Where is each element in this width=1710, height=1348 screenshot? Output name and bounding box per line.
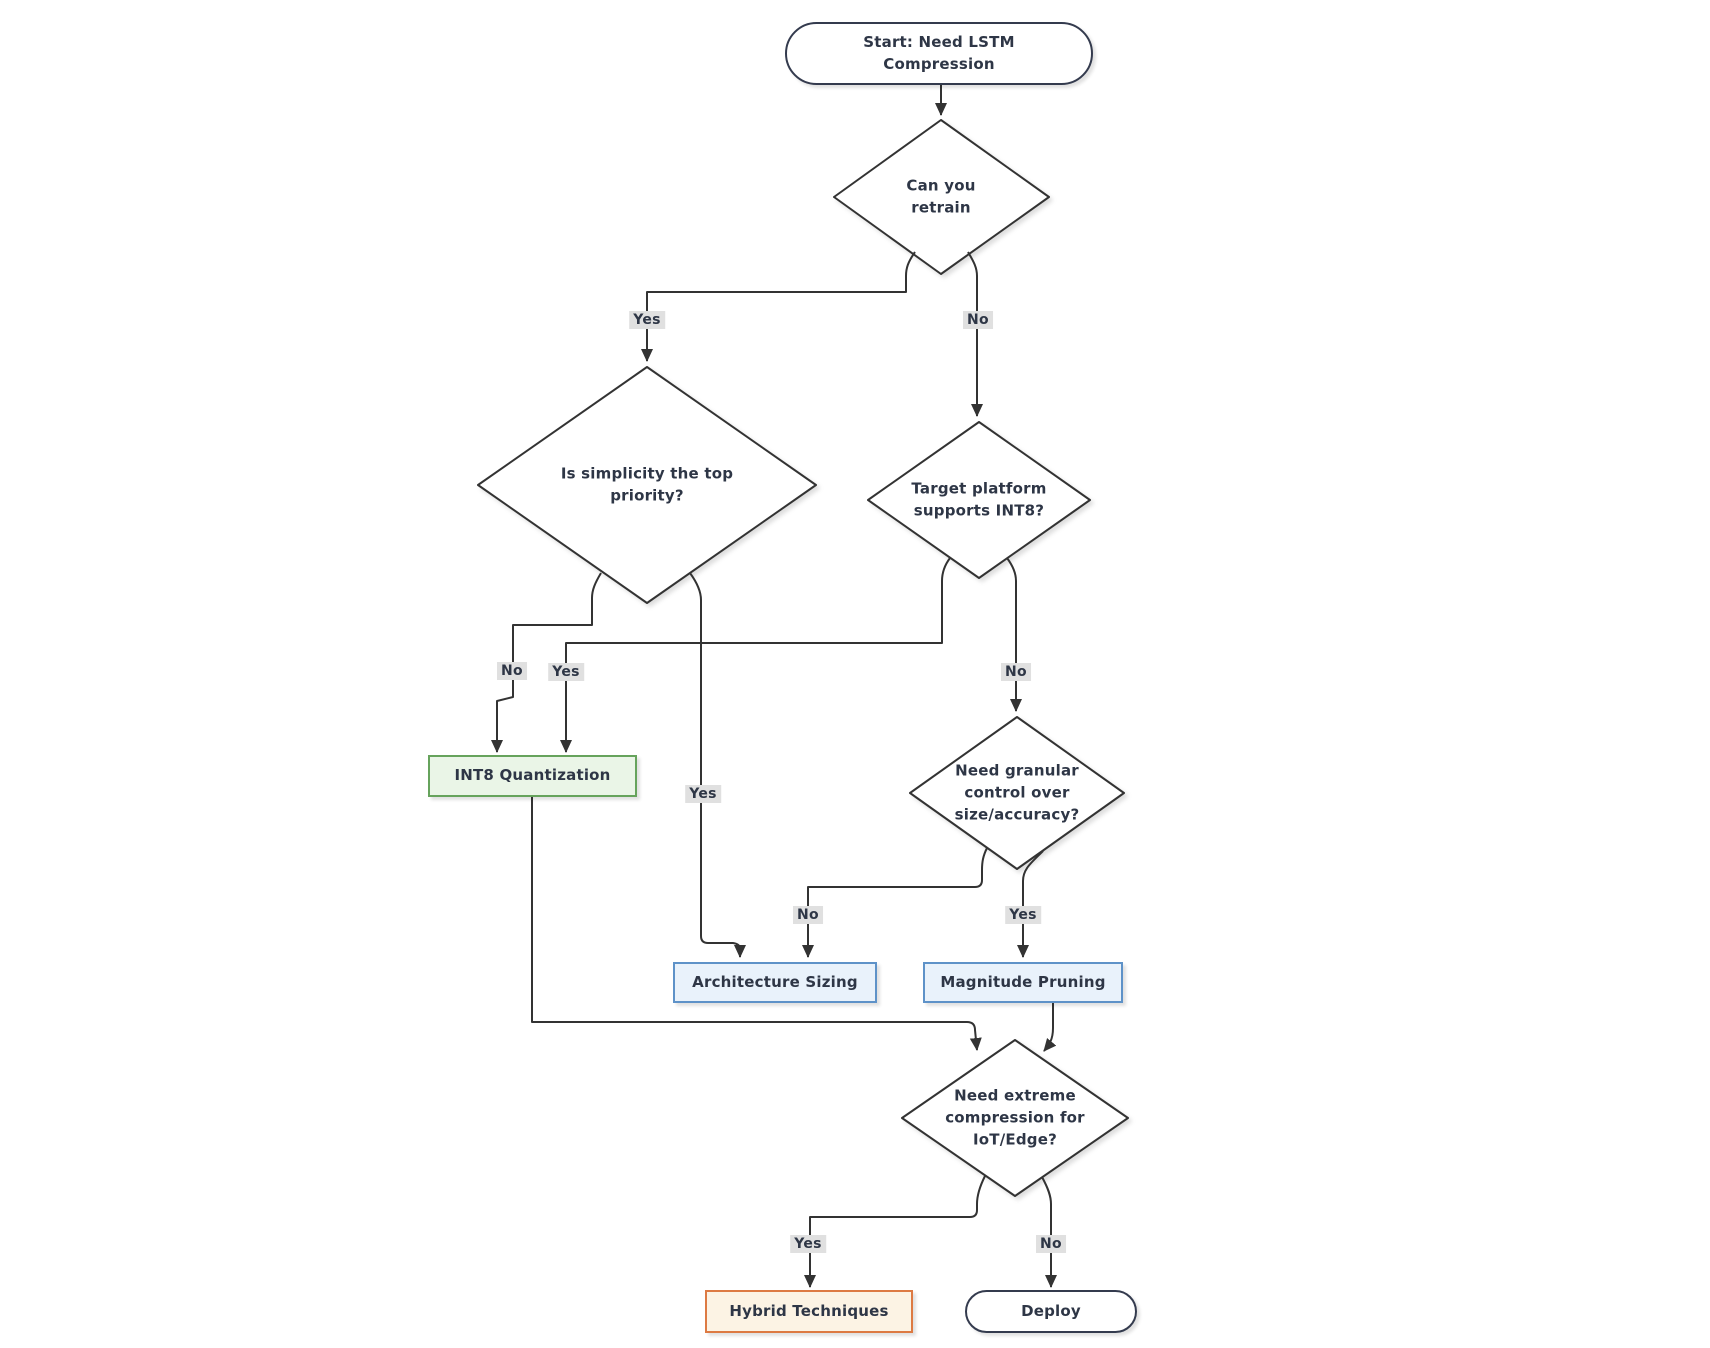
edge-label-granular-yes: Yes bbox=[1005, 906, 1041, 924]
edge-extreme-yes-to-hybrid bbox=[804, 1175, 986, 1288]
edge-pruning-to-extreme bbox=[1043, 1003, 1057, 1052]
node-hybrid-techniques-label: Hybrid Techniques bbox=[729, 1301, 889, 1320]
node-start-label: Start: Need LSTM Compression bbox=[863, 32, 1015, 73]
decision-can-you-retrain-label: Can you retrain bbox=[906, 176, 976, 216]
edge-label-extreme-yes: Yes bbox=[790, 1235, 826, 1253]
edge-retrain-no-to-target bbox=[967, 251, 983, 417]
edge-target-yes-to-int8 bbox=[560, 557, 951, 753]
node-deploy: Deploy bbox=[965, 1290, 1137, 1333]
edge-granular-no-to-architecture bbox=[802, 847, 988, 958]
node-int8-quantization-label: INT8 Quantization bbox=[454, 766, 611, 785]
node-magnitude-pruning: Magnitude Pruning bbox=[923, 962, 1123, 1003]
decision-granular-control-label: Need granular control over size/accuracy… bbox=[954, 761, 1080, 823]
node-magnitude-pruning-label: Magnitude Pruning bbox=[940, 972, 1106, 991]
edge-retrain-yes-to-simplicity bbox=[641, 251, 916, 362]
decision-target-int8-shape bbox=[867, 421, 1091, 579]
edge-granular-yes-to-pruning bbox=[1017, 850, 1044, 958]
decision-extreme-compression-label: Need extreme compression for IoT/Edge? bbox=[945, 1086, 1085, 1148]
edge-label-simplicity-no: No bbox=[497, 662, 527, 680]
edge-target-no-to-granular bbox=[1006, 557, 1022, 712]
decision-target-int8-label: Target platform supports INT8? bbox=[911, 479, 1047, 519]
node-architecture-sizing: Architecture Sizing bbox=[673, 962, 877, 1003]
edge-label-target-yes: Yes bbox=[548, 663, 584, 681]
edge-extreme-no-to-deploy bbox=[1041, 1176, 1057, 1288]
edge-label-retrain-no: No bbox=[963, 311, 993, 329]
node-hybrid-techniques: Hybrid Techniques bbox=[705, 1290, 913, 1333]
node-int8-quantization: INT8 Quantization bbox=[428, 755, 637, 797]
edge-simplicity-no-to-int8 bbox=[491, 572, 602, 753]
decision-simplicity-label: Is simplicity the top priority? bbox=[560, 464, 734, 504]
edge-label-retrain-yes: Yes bbox=[629, 311, 665, 329]
decision-granular-control-shape bbox=[909, 716, 1125, 870]
node-architecture-sizing-label: Architecture Sizing bbox=[692, 972, 858, 991]
edge-label-target-no: No bbox=[1001, 663, 1031, 681]
edge-label-extreme-no: No bbox=[1036, 1235, 1066, 1253]
decision-extreme-compression-shape bbox=[901, 1039, 1129, 1197]
decision-simplicity-shape bbox=[477, 366, 817, 604]
edge-label-granular-no: No bbox=[793, 906, 823, 924]
edge-int8-to-extreme bbox=[531, 797, 982, 1051]
node-start: Start: Need LSTM Compression bbox=[785, 22, 1093, 85]
edge-label-simplicity-yes: Yes bbox=[685, 785, 721, 803]
edge-simplicity-yes-to-architecture bbox=[689, 572, 746, 958]
decision-can-you-retrain-shape bbox=[833, 119, 1050, 275]
node-deploy-label: Deploy bbox=[1021, 1301, 1081, 1320]
